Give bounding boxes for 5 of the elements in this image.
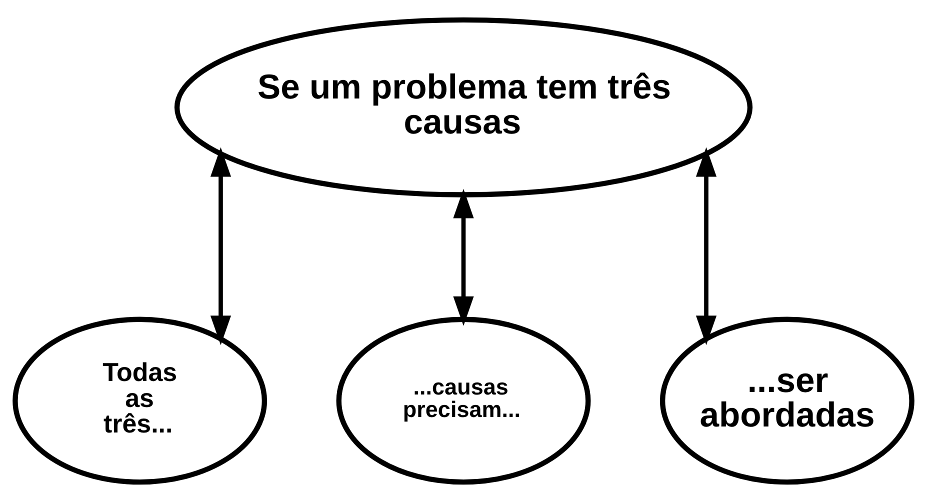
node-ellipse: Se um problema tem três causas [174,16,753,197]
arrow [453,188,474,326]
node-ellipse: ...causas precisam... [336,316,591,484]
arrow [696,146,717,345]
arrow [210,146,232,345]
